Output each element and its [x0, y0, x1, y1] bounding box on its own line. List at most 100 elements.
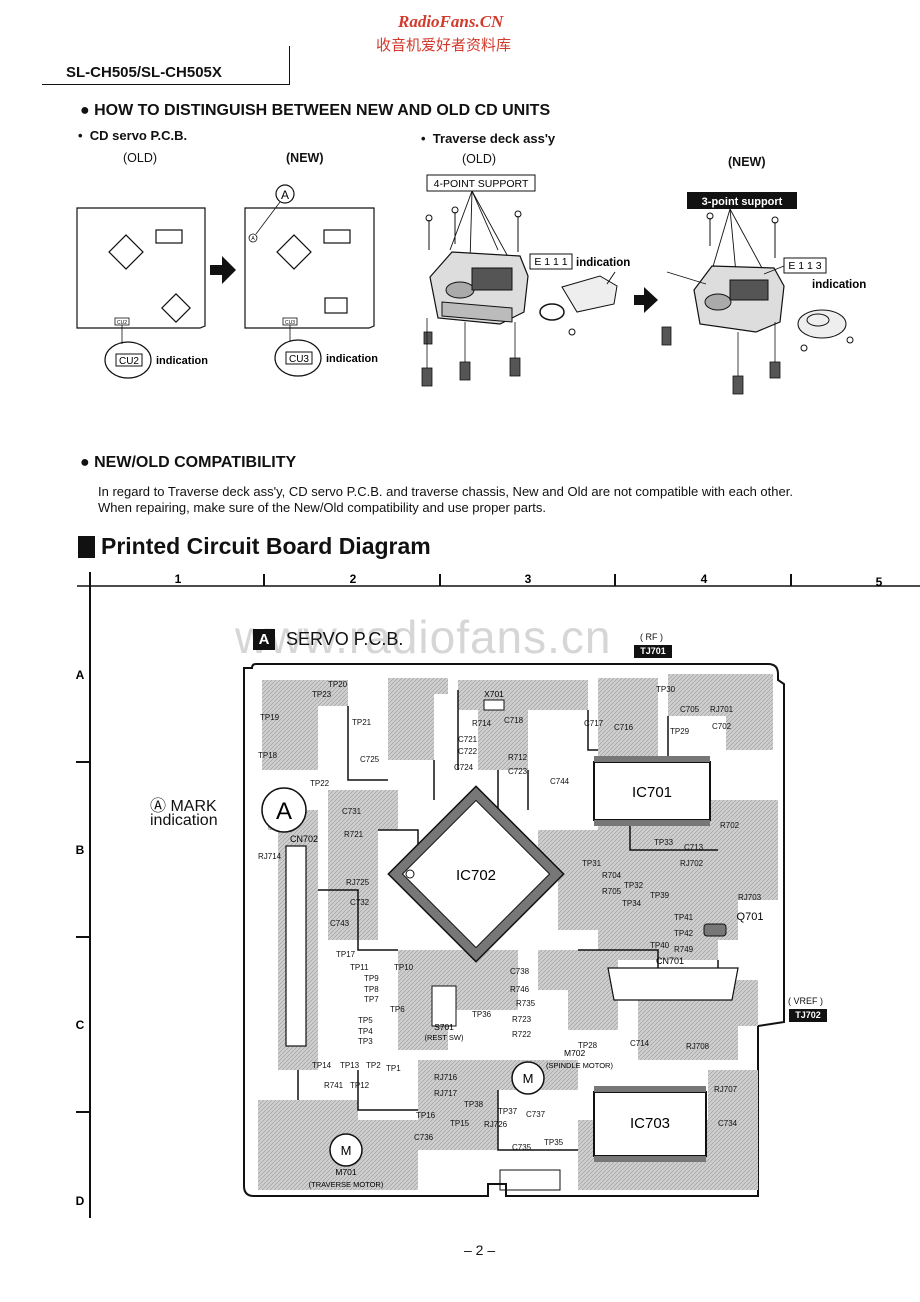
svg-text:TP22: TP22 — [310, 779, 330, 788]
m701-label: M701 — [335, 1167, 357, 1177]
ic703-label: IC703 — [630, 1115, 670, 1132]
rf-label: ( RF ) — [640, 632, 663, 642]
spindle-motor-icon — [511, 1061, 545, 1095]
column-label-3: 3 — [525, 572, 532, 586]
traverse-comparison-figure: 4-POINT SUPPORT E 1 1 1 indication 3-poi… — [421, 174, 866, 395]
m702-label: M702 — [564, 1048, 586, 1058]
svg-text:TP16: TP16 — [416, 1111, 436, 1120]
watermark-url: www.radiofans.cn — [235, 611, 612, 663]
svg-text:R721: R721 — [344, 830, 364, 839]
traverse-old-label: (OLD) — [462, 152, 497, 166]
svg-text:TP32: TP32 — [624, 881, 644, 890]
ic701-label: IC701 — [632, 784, 672, 801]
distinguish-heading-text: HOW TO DISTINGUISH BETWEEN NEW AND OLD C… — [94, 102, 551, 119]
mark-note-line2: indication — [150, 812, 218, 829]
svg-text:RJ708: RJ708 — [686, 1042, 710, 1051]
svg-text:TP20: TP20 — [328, 680, 348, 689]
column-label-2: 2 — [350, 572, 357, 586]
svg-text:C725: C725 — [360, 755, 380, 764]
svg-text:C731: C731 — [342, 807, 362, 816]
new-board-mark-small — [248, 233, 258, 243]
board-letter-badge: A — [253, 629, 275, 650]
pcb-grid-frame: 1 2 3 4 5 A B C D — [76, 572, 920, 1218]
svg-text:TP42: TP42 — [674, 929, 694, 938]
svg-text:TP9: TP9 — [364, 974, 379, 983]
svg-text:R746: R746 — [510, 985, 530, 994]
model-title: SL-CH505/SL-CH505X — [66, 64, 222, 81]
svg-text:R722: R722 — [512, 1030, 532, 1039]
column-label-4: 4 — [701, 572, 708, 586]
watermark-subtitle: 收音机爱好者资料库 — [376, 36, 512, 54]
mark-note-line1: Ⓐ MARK — [150, 798, 217, 815]
traverse-new-label: (NEW) — [728, 155, 766, 169]
svg-text:M: M — [523, 1071, 534, 1086]
component-labels: TP20 TP23 TP19 TP18 TP21 TP22 C725 C731 … — [258, 680, 762, 1152]
m702-note: (SPINDLE MOTOR) — [546, 1061, 613, 1070]
svg-text:C732: C732 — [350, 898, 370, 907]
old-motor — [561, 275, 618, 313]
svg-text:A: A — [251, 236, 255, 242]
svg-text:TP33: TP33 — [654, 838, 674, 847]
svg-text:RJ702: RJ702 — [680, 859, 704, 868]
svg-text:R712: R712 — [508, 753, 528, 762]
ic702-label: IC702 — [456, 867, 496, 884]
svg-text:TP41: TP41 — [674, 913, 694, 922]
svg-text:TP10: TP10 — [394, 963, 414, 972]
row-label-b: B — [76, 843, 85, 857]
ic701-chip: IC701 — [593, 756, 711, 826]
svg-text:RJ716: RJ716 — [434, 1073, 458, 1082]
svg-text:TP38: TP38 — [464, 1100, 484, 1109]
svg-text:TP2: TP2 — [366, 1061, 381, 1070]
model-divider-vertical — [289, 46, 290, 84]
m701-note: (TRAVERSE MOTOR) — [309, 1180, 384, 1189]
svg-text:C735: C735 — [512, 1143, 532, 1152]
page-number: – 2 – — [464, 1242, 496, 1258]
pcb-traces — [297, 690, 719, 1151]
svg-text:R723: R723 — [512, 1015, 532, 1024]
new-deck-indication: indication — [812, 279, 866, 291]
row-label-d: D — [76, 1194, 85, 1208]
cn701-connector: CN701 — [607, 956, 739, 1001]
svg-text:RJ714: RJ714 — [258, 852, 282, 861]
vref-label: ( VREF ) — [788, 996, 823, 1006]
svg-text:RJ717: RJ717 — [434, 1089, 458, 1098]
compat-line-2: When repairing, make sure of the New/Old… — [98, 500, 546, 515]
svg-text:TP14: TP14 — [312, 1061, 332, 1070]
rf-test-jack-tag: TJ701 — [634, 645, 672, 658]
column-label-5: 5 — [876, 575, 883, 589]
svg-text:CN702: CN702 — [290, 834, 318, 844]
mark-a-icon — [261, 787, 307, 833]
compat-heading: ● NEW/OLD COMPATIBILITY — [80, 454, 296, 472]
svg-text:C713: C713 — [684, 843, 704, 852]
svg-text:C723: C723 — [508, 767, 528, 776]
row-ticks — [76, 761, 90, 1113]
svg-text:TP15: TP15 — [450, 1119, 470, 1128]
old-board-outline — [76, 207, 206, 329]
new-screws — [706, 212, 779, 258]
svg-text:C744: C744 — [550, 777, 570, 786]
new-board-callout-code: CU3 — [289, 354, 309, 365]
svg-text:C714: C714 — [630, 1039, 650, 1048]
svg-text:C736: C736 — [414, 1133, 434, 1142]
row-label-c: C — [76, 1018, 85, 1032]
old-board-indication: indication — [156, 355, 208, 367]
svg-text:TP12: TP12 — [350, 1081, 370, 1090]
svg-text:TP11: TP11 — [350, 963, 369, 972]
old-deck-code: E 1 1 1 — [534, 256, 567, 268]
svg-text:C716: C716 — [614, 723, 634, 732]
svg-text:TP23: TP23 — [312, 690, 332, 699]
compat-heading-text: NEW/OLD COMPATIBILITY — [94, 454, 297, 471]
ic702-chip: IC702 — [387, 785, 565, 963]
svg-text:RJ707: RJ707 — [714, 1085, 738, 1094]
cd-servo-new-label: (NEW) — [286, 151, 324, 165]
svg-text:R705: R705 — [602, 887, 622, 896]
old-springs — [421, 331, 521, 387]
four-point-support-label: 4-POINT SUPPORT — [434, 178, 529, 190]
old-deck-indication: indication — [576, 257, 630, 269]
bullet-icon: ● — [80, 454, 90, 471]
svg-text:TP5: TP5 — [358, 1016, 373, 1025]
svg-text:RJ725: RJ725 — [346, 878, 370, 887]
svg-text:TP1: TP1 — [386, 1064, 401, 1073]
svg-text:TP28: TP28 — [578, 1041, 598, 1050]
svg-text:TP7: TP7 — [364, 995, 379, 1004]
